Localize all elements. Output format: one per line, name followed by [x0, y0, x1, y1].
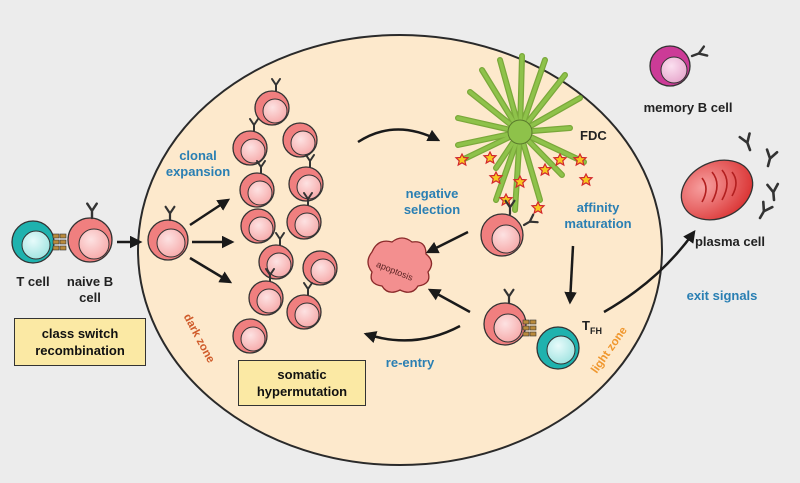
fdc-cell-inner — [456, 54, 586, 212]
fdc-body — [507, 119, 533, 145]
plasma-cell — [680, 159, 754, 221]
arrow-re-entry — [363, 324, 461, 344]
negative-selection-line2: selection — [404, 202, 460, 217]
affinity-maturation-line2: maturation — [564, 216, 631, 231]
t-cell-label: T cell — [16, 274, 49, 289]
arrow-affinity-to-tfh — [564, 245, 577, 305]
arrow-exit — [603, 229, 696, 314]
affinity-maturation-line1: affinity — [577, 200, 620, 215]
class-switch-line1: class switch — [41, 326, 119, 341]
arrow-to-fdc — [357, 128, 441, 144]
clonal-expansion-line1: clonal — [179, 148, 217, 163]
somatic-line2: hypermutation — [256, 384, 348, 399]
naive-b-label-line1: naive B — [67, 274, 113, 289]
founder-b-cell — [147, 205, 189, 261]
light-zone-b-cell — [480, 199, 539, 257]
somatic-hypermutation-box: somatic hypermutation — [238, 360, 366, 406]
re-entry-label: re-entry — [386, 355, 435, 370]
fdc-label: FDC — [580, 128, 607, 143]
arrow-negative-selection — [425, 230, 469, 254]
clonal-expansion-line2: expansion — [166, 164, 230, 179]
memory-b-cell-label: memory B cell — [644, 100, 733, 115]
tcr-connector — [52, 233, 67, 251]
selected-b-cell — [483, 288, 527, 346]
naive-b-label-line2: cell — [79, 290, 101, 305]
plasma-cell-label: plasma cell — [695, 234, 765, 249]
expansion-arrows — [189, 198, 235, 284]
negative-selection-line1: negative — [406, 186, 459, 201]
arrow-tfh-to-apoptosis — [427, 288, 471, 314]
t-cell — [11, 220, 55, 264]
tfh-cell — [536, 326, 580, 370]
class-switch-line2: recombination — [35, 343, 125, 358]
memory-b-cell — [649, 45, 709, 87]
somatic-line1: somatic — [277, 367, 327, 382]
naive-b-cell — [67, 202, 113, 263]
exit-signals-label: exit signals — [687, 288, 758, 303]
tfh-label: TFH — [582, 318, 602, 336]
tfh-label-main: T — [582, 318, 590, 333]
apoptotic-cell — [367, 237, 433, 293]
tfh-label-sub: FH — [590, 326, 602, 336]
class-switch-recombination-box: class switch recombination — [14, 318, 146, 366]
tfh-connector — [522, 319, 537, 337]
